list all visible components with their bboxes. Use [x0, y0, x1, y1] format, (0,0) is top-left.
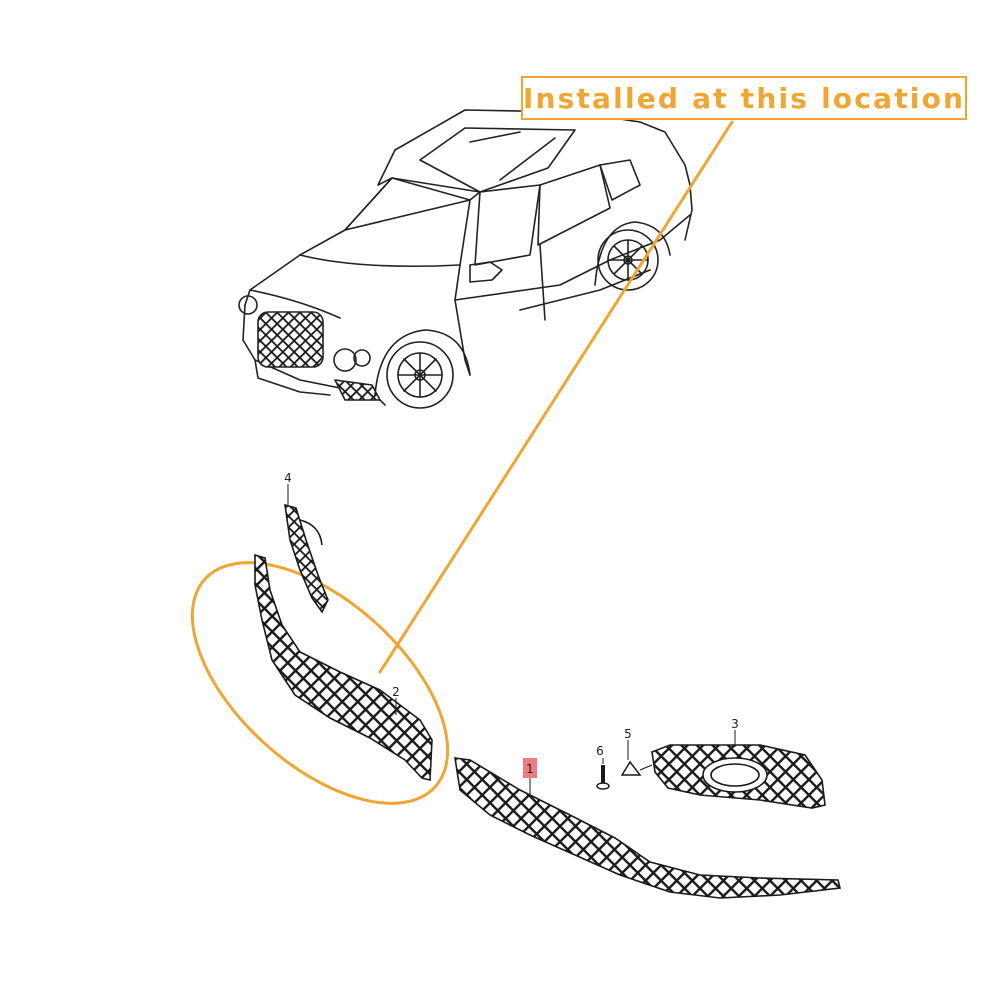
part-number-1: 1	[526, 762, 534, 776]
vehicle-illustration	[238, 109, 693, 409]
part-number-3: 3	[731, 717, 739, 731]
location-ellipse	[190, 561, 450, 805]
part-number-5: 5	[624, 727, 632, 741]
location-callout-text: Installed at this location	[522, 81, 966, 115]
part-1-lower-grille	[454, 757, 841, 899]
location-callout-box: Installed at this location	[521, 76, 967, 120]
part-5-clip	[620, 740, 653, 776]
location-indicator	[190, 120, 734, 805]
leader-line	[378, 120, 734, 674]
part-number-4: 4	[284, 471, 292, 485]
part-4-bracket	[284, 484, 329, 614]
part-number-6: 6	[596, 744, 604, 758]
part-6-screw	[596, 758, 610, 790]
part-3-fog-grille	[651, 730, 826, 809]
part-1-highlight	[523, 758, 537, 778]
part-2-side-grille	[254, 553, 433, 782]
part-number-2: 2	[392, 685, 400, 699]
